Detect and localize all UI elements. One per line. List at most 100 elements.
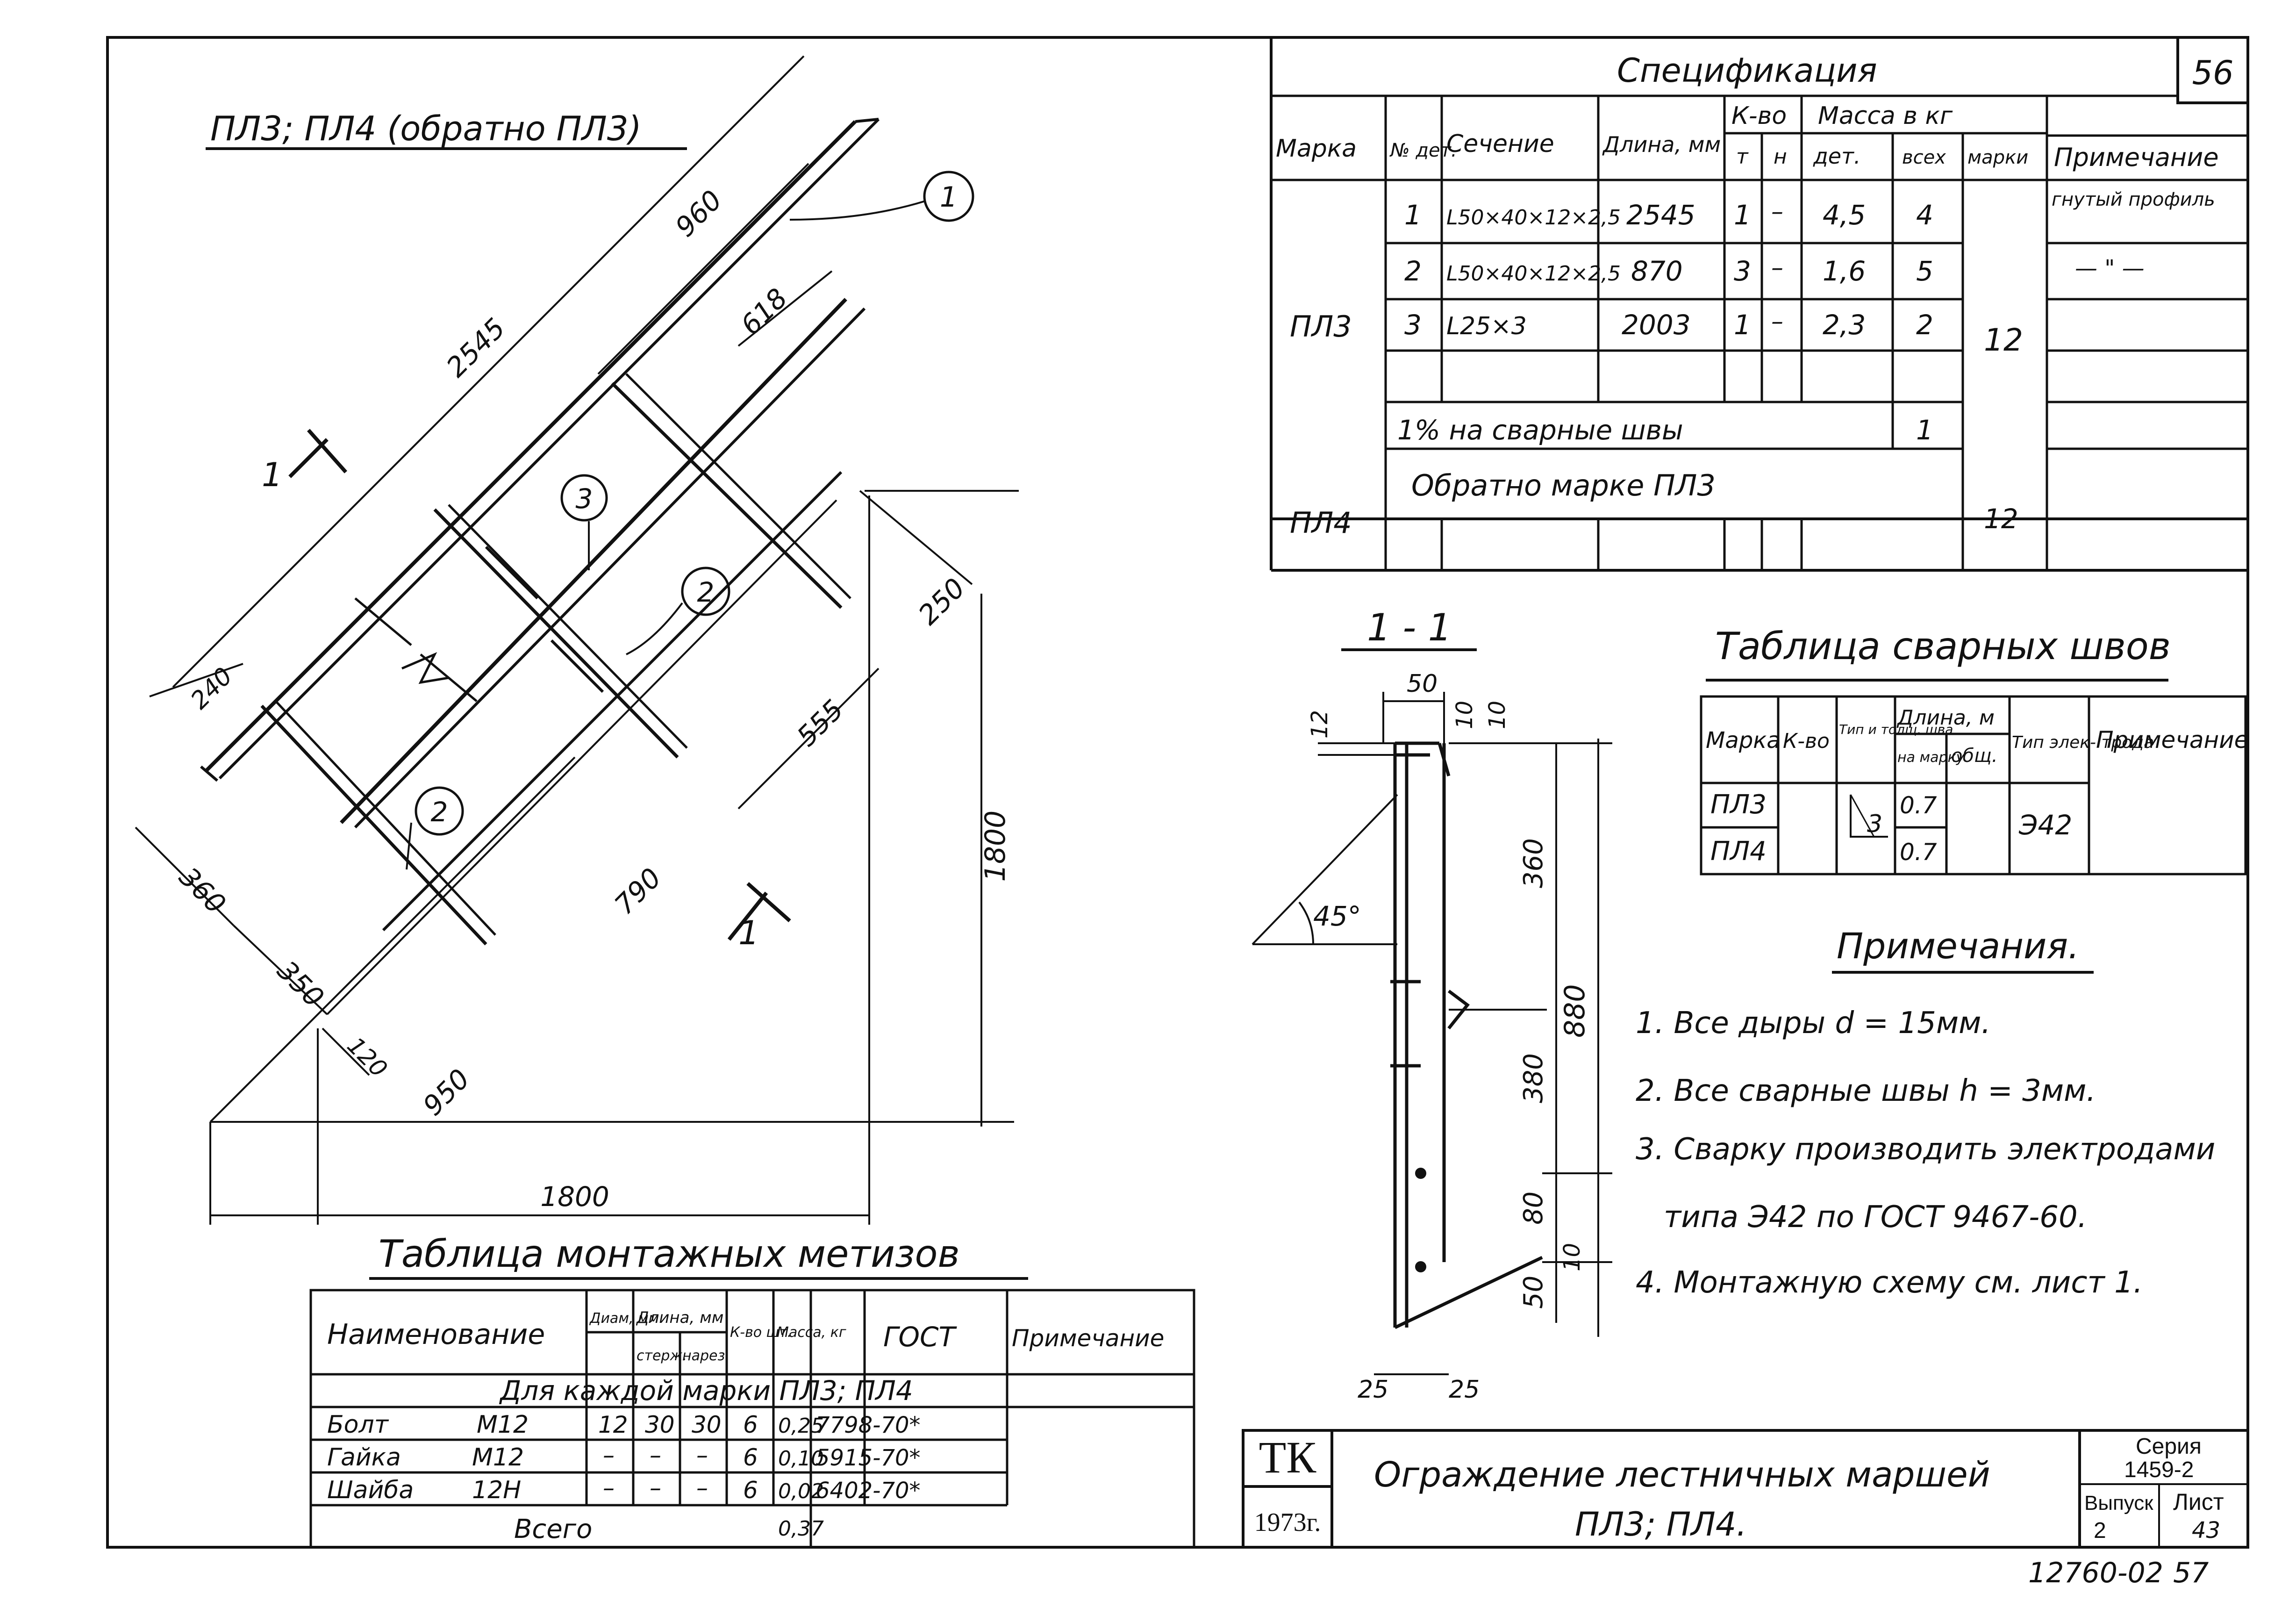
spec-row3-det: 2,3: [1823, 309, 1866, 341]
spec-row3-no: 3: [1404, 309, 1422, 341]
bottom-rail: [382, 471, 843, 932]
angle-45-label: 45°: [1313, 900, 1361, 932]
hw-h-name: Наименование: [327, 1318, 545, 1351]
hw-row1-rod: 30: [645, 1411, 675, 1438]
hw-row2-size: М12: [472, 1443, 524, 1472]
sec-dim-50-bottom: 50: [1518, 1276, 1549, 1309]
dimension-lines: [135, 55, 1019, 1225]
hw-row1-qty: 6: [743, 1411, 758, 1438]
hw-row1-gost: 7798-70*: [815, 1412, 921, 1438]
dim-555: 555: [791, 694, 850, 753]
railing-main-view: 2545 960 618 240 250 555 1800 360 350 79…: [135, 55, 1019, 1225]
hardware-title: Таблица монтажных метизов: [379, 1232, 960, 1276]
dim-1800-vertical: 1800: [979, 811, 1012, 882]
weld-h-qty: К-во: [1783, 729, 1830, 753]
spec-row2-section: L50×40×12×2,5: [1446, 262, 1621, 286]
hw-row3-gost: 6402-70*: [815, 1478, 921, 1504]
tb-sheet-value: 43: [2192, 1517, 2220, 1544]
hw-row3-mass: 0,02: [778, 1479, 824, 1503]
sec-dim-25-b: 25: [1449, 1376, 1480, 1404]
hw-row2-gost: 5915-70*: [815, 1445, 921, 1471]
spec-row2-det: 1,6: [1823, 255, 1866, 287]
dim-618: 618: [735, 282, 794, 341]
spec-welds-label: 1% на сварные швы: [1397, 414, 1683, 446]
spec-row2-n: –: [1771, 254, 1783, 282]
sec-dim-380: 380: [1518, 1053, 1549, 1103]
hw-row2-qty: 6: [743, 1444, 758, 1471]
weld-title: Таблица сварных швов: [1715, 625, 2171, 668]
sec-dim-12: 12: [1307, 710, 1333, 739]
callout-2-upper-label: 2: [697, 576, 715, 608]
spec-h-note: Примечание: [2054, 143, 2219, 172]
spec-title: Спецификация: [1617, 51, 1877, 90]
spec-row1-section: L50×40×12×2,5: [1446, 206, 1621, 230]
dim-790: 790: [608, 862, 667, 921]
spec-row2-all: 5: [1916, 255, 1933, 287]
weld-type-value: 3: [1867, 810, 1882, 838]
spec-group-pl4: ПЛ4: [1290, 506, 1352, 540]
weld-h-total: общ.: [1951, 745, 1998, 767]
spec-row2-length: 870: [1631, 255, 1683, 287]
callout-3-label: 3: [576, 483, 593, 515]
sec-dim-10-a: 10: [1452, 701, 1478, 729]
bottom-code: 12760-02: [2028, 1557, 2163, 1589]
bottom-page: 57: [2173, 1557, 2209, 1589]
callout-1: 1: [789, 171, 974, 222]
hw-subheader: Для каждой марки ПЛ3; ПЛ4: [499, 1375, 913, 1407]
hw-h-note: Примечание: [1012, 1325, 1164, 1352]
spec-row2-no: 2: [1404, 255, 1422, 287]
weld-h-length: Длина, м: [1896, 706, 1995, 730]
specification-table: Спецификация: [1271, 51, 2248, 572]
page-number: 56: [2192, 54, 2233, 92]
hw-h-qty: К-во шт.: [730, 1324, 792, 1341]
hw-h-rod: стерж.: [637, 1348, 687, 1364]
dim-240: 240: [186, 662, 238, 715]
section-marker-top-label: 1: [262, 456, 283, 494]
note-1: 1. Все дыры d = 15мм.: [1636, 1006, 1991, 1041]
spec-h-mass-mark: марки: [1967, 147, 2028, 168]
hw-h-mass: Масса, кг: [777, 1324, 846, 1341]
spec-row1-no: 1: [1404, 199, 1422, 231]
section-marker-bottom-label: 1: [738, 914, 759, 952]
hw-row1-size: М12: [477, 1411, 529, 1439]
dim-2545: 2545: [440, 312, 511, 383]
weld-table: Таблица сварных швов Марка К-во Тип и то…: [1700, 625, 2248, 876]
weld-h-note: Примечание: [2096, 726, 2248, 754]
hw-row1-name: Болт: [327, 1411, 389, 1439]
spec-row2-note: — " —: [2075, 255, 2145, 281]
callout-2-upper: 2: [626, 567, 730, 655]
hw-h-gost: ГОСТ: [883, 1321, 957, 1353]
section-marker-top: 1: [262, 429, 347, 494]
posts: [260, 373, 851, 946]
dim-960: 960: [669, 184, 728, 243]
section-title: 1 - 1: [1367, 606, 1452, 649]
tb-year: 1973г.: [1254, 1508, 1321, 1537]
spec-group-pl3: ПЛ3: [1290, 309, 1352, 344]
hw-row3-qty: 6: [743, 1477, 758, 1504]
spec-row3-section: L25×3: [1446, 312, 1527, 340]
main-title-text: ПЛ3; ПЛ4 (обратно ПЛ3): [210, 109, 642, 148]
sec-dim-10-b: 10: [1484, 701, 1510, 729]
weld-row1-length: 0.7: [1900, 792, 1937, 819]
tb-issue-label: Выпуск: [2084, 1492, 2153, 1515]
spec-welds-value: 1: [1916, 414, 1933, 446]
spec-row1-all: 4: [1916, 199, 1933, 231]
bolt-hole-2: [1415, 1261, 1426, 1272]
hw-row3-thread: –: [696, 1474, 708, 1501]
spec-h-mark: Марка: [1276, 135, 1357, 163]
hw-row1-diam: 12: [598, 1411, 628, 1438]
callout-1-label: 1: [940, 181, 958, 214]
spec-row2-t: 3: [1734, 255, 1751, 287]
tb-org: ТК: [1259, 1432, 1317, 1482]
middle-rail: [340, 298, 866, 829]
hw-h-length: Длина, мм: [636, 1308, 723, 1327]
tb-issue-value: 2: [2094, 1518, 2106, 1543]
weld-electrode: Э42: [2018, 809, 2072, 841]
section-marker-bottom: 1: [727, 882, 791, 952]
tb-title-line1: Ограждение лестничных маршей: [1374, 1455, 1990, 1495]
section-1-1: 1 - 1 45°: [1252, 606, 1612, 1404]
sec-dim-50-top: 50: [1407, 670, 1438, 698]
spec-row3-t: 1: [1734, 309, 1751, 341]
spec-h-n: н: [1774, 145, 1787, 169]
spec-row1-n: –: [1771, 198, 1783, 226]
